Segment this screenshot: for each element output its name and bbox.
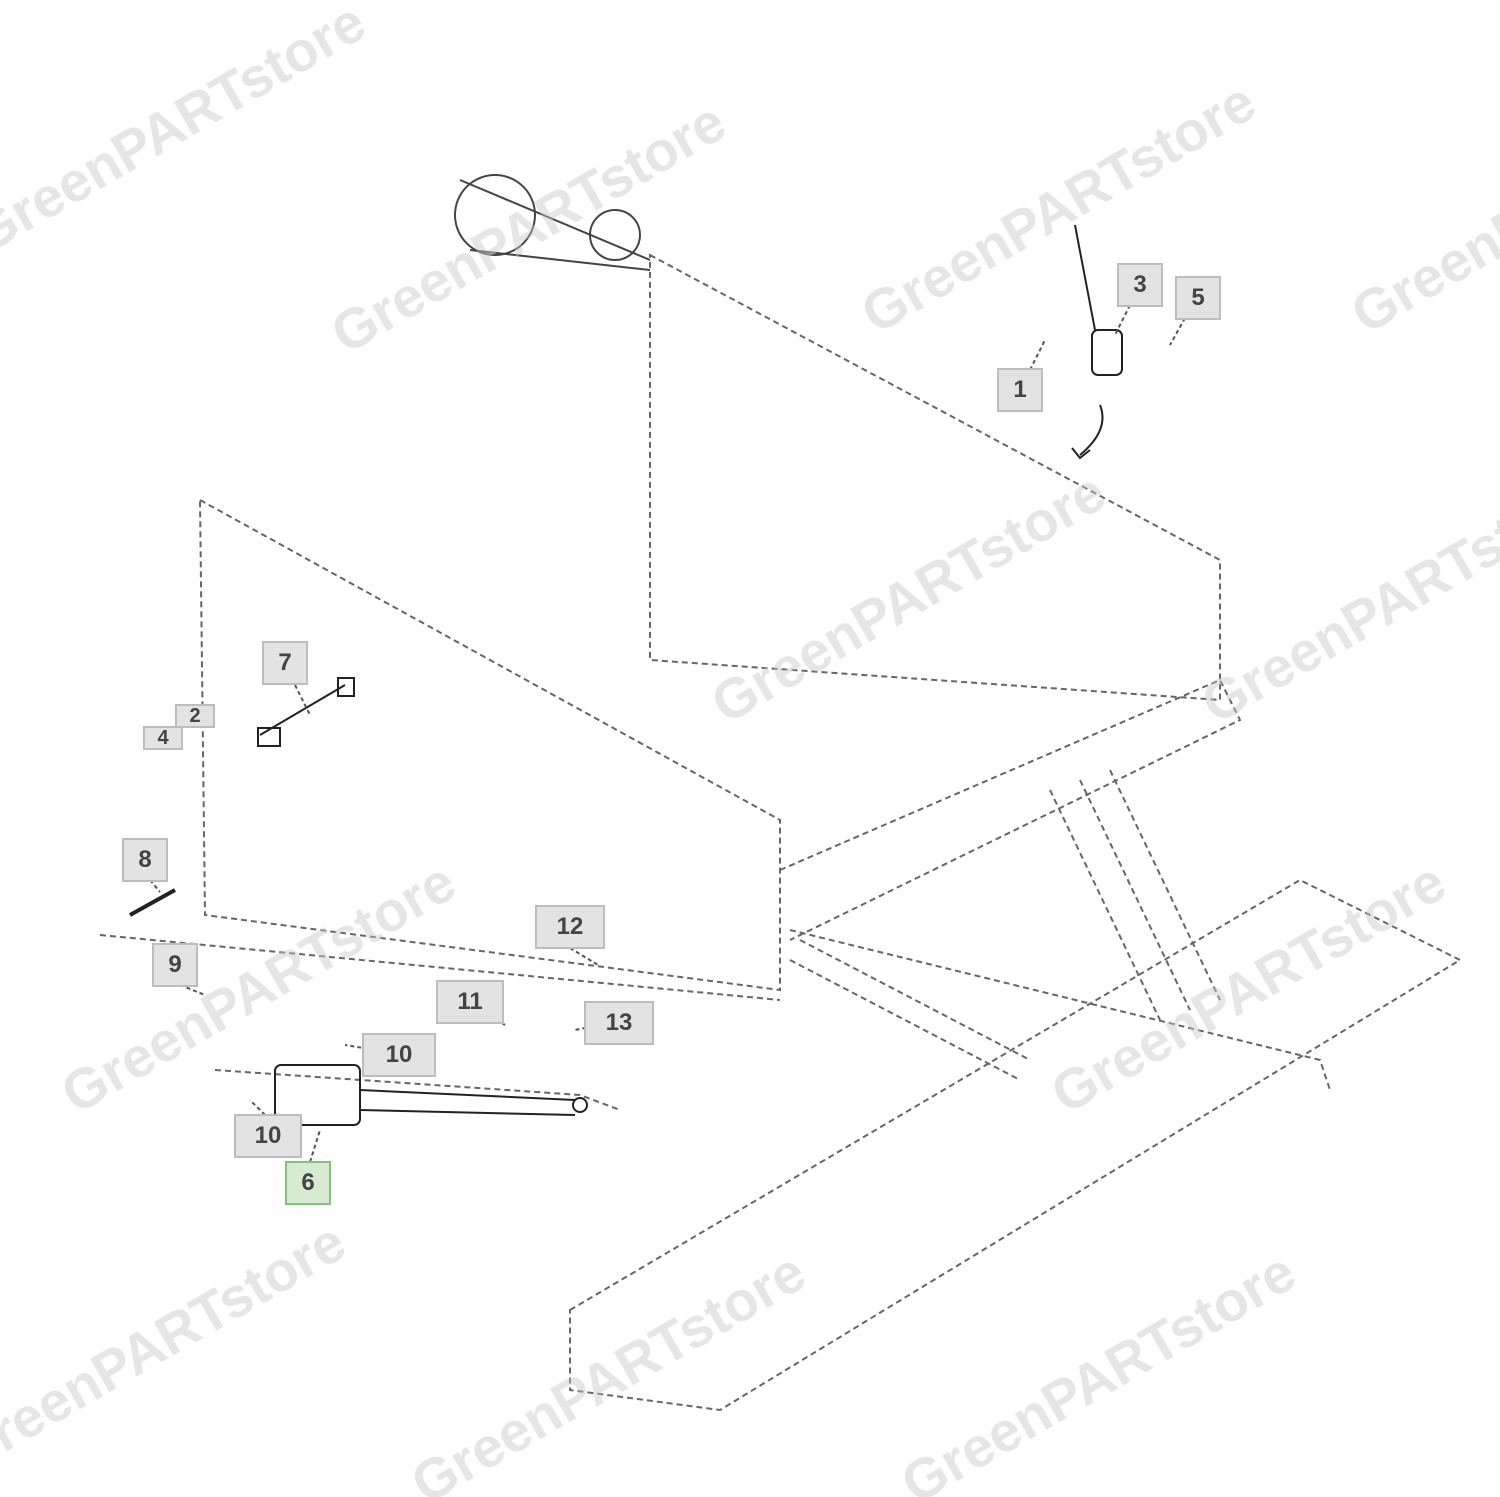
callout-5[interactable]: 5 xyxy=(1175,276,1221,320)
spring-part xyxy=(257,677,355,747)
belt-drive xyxy=(454,174,651,271)
callout-10b[interactable]: 10 xyxy=(234,1114,302,1158)
leader-lines xyxy=(149,304,1186,1163)
lower-beam xyxy=(789,929,1331,1091)
callout-7[interactable]: 7 xyxy=(262,641,308,685)
tines-left xyxy=(789,939,1031,1081)
callout-1[interactable]: 1 xyxy=(997,368,1043,412)
actuator-outline xyxy=(214,1069,621,1111)
callout-10a[interactable]: 10 xyxy=(362,1033,436,1077)
pickup-frame xyxy=(569,878,1463,1412)
callout-4[interactable]: 4 xyxy=(143,726,183,750)
callout-11[interactable]: 11 xyxy=(436,980,504,1024)
upper-panel xyxy=(649,253,1221,702)
left-frame xyxy=(198,498,781,992)
callout-8[interactable]: 8 xyxy=(122,838,168,882)
callout-6[interactable]: 6 xyxy=(285,1161,331,1205)
cross-beam xyxy=(779,678,1242,941)
callout-9[interactable]: 9 xyxy=(152,943,198,987)
callout-13[interactable]: 13 xyxy=(584,1001,654,1045)
callout-12[interactable]: 12 xyxy=(535,905,605,949)
callout-2[interactable]: 2 xyxy=(175,704,215,728)
tines xyxy=(1049,769,1221,1021)
callout-3[interactable]: 3 xyxy=(1117,263,1163,307)
sensor-part xyxy=(1071,224,1123,460)
actuator-part xyxy=(274,1064,588,1126)
pin-part xyxy=(129,888,176,917)
axis-line xyxy=(99,934,781,1001)
